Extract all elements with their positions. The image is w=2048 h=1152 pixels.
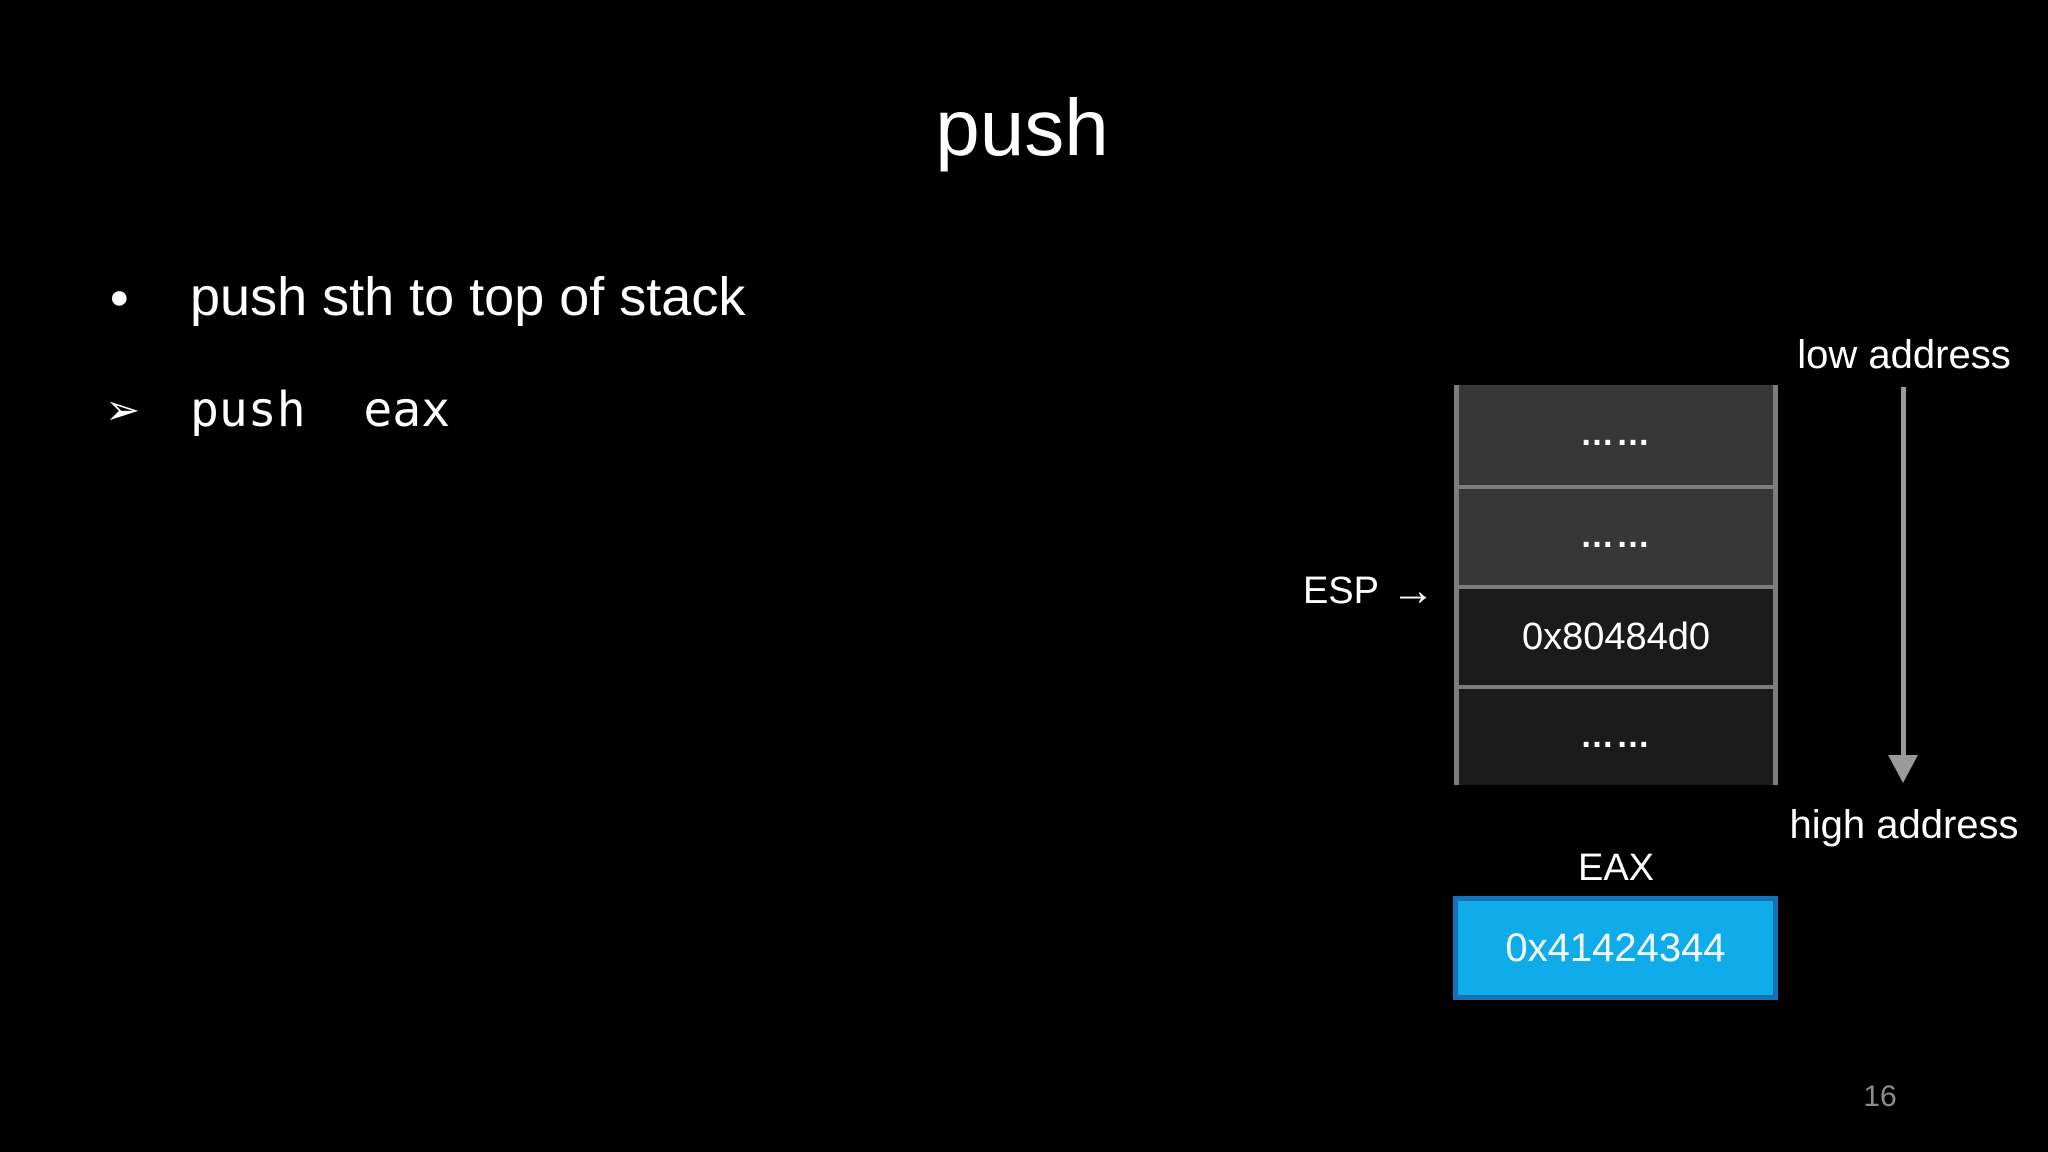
address-axis-line (1901, 387, 1906, 757)
stack-cell-1: …… (1459, 385, 1773, 485)
esp-label: ESP (1302, 569, 1379, 612)
bullet-text-1: push sth to top of stack (190, 267, 746, 327)
eax-register-box: 0x41424344 (1453, 896, 1778, 1000)
bullet-item-2: ➢ push eax (105, 378, 450, 442)
page-number: 16 (1863, 1080, 1897, 1113)
eax-register-label: EAX (1577, 847, 1655, 889)
eax-register-value: 0x41424344 (1505, 925, 1726, 970)
stack-cell-3-value: 0x80484d0 (1521, 615, 1711, 658)
stack-cell-1-text: …… (1580, 415, 1652, 454)
low-address-label: low address (1797, 333, 2011, 377)
arrowhead-bullet-icon: ➢ (105, 386, 141, 433)
bullet-item-1: ● push sth to top of stack (105, 262, 745, 332)
slide-title: push (935, 83, 1109, 172)
high-address-label: high address (1789, 803, 2019, 847)
bullet-code-text: push eax (190, 382, 451, 438)
stack-cell-2-text: …… (1580, 517, 1652, 556)
bullet-dot-icon: ● (109, 278, 130, 316)
stack-cell-4: …… (1459, 685, 1773, 785)
esp-pointer: ESP → (1230, 566, 1435, 616)
axis-arrowhead-icon (1888, 755, 1918, 783)
stack-memory-table: …… …… 0x80484d0 …… (1454, 385, 1778, 785)
stack-cell-4-text: …… (1580, 717, 1652, 756)
stack-cell-2: …… (1459, 485, 1773, 585)
stack-cell-3: 0x80484d0 (1459, 585, 1773, 685)
esp-right-arrow-icon: → (1391, 566, 1435, 615)
